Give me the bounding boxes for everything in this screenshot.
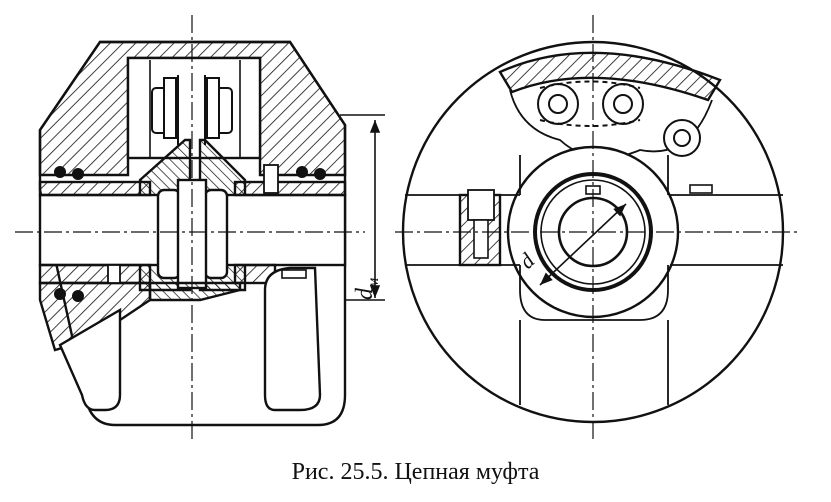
shaft-diameter-dimension <box>539 203 627 286</box>
cutaway-arc-section <box>498 51 722 102</box>
seal-rings <box>54 166 326 302</box>
center-lines-left <box>15 15 365 440</box>
hub-diameter-dimension <box>340 114 385 301</box>
hub-diameter-label: dм <box>352 278 382 300</box>
chain-coupling-drawing: dм <box>15 15 800 440</box>
chain-rollers <box>537 80 701 157</box>
chain-links-top <box>151 75 233 145</box>
longitudinal-section-view <box>38 40 347 427</box>
figure-caption: Рис. 25.5. Цепная муфта <box>291 459 540 485</box>
